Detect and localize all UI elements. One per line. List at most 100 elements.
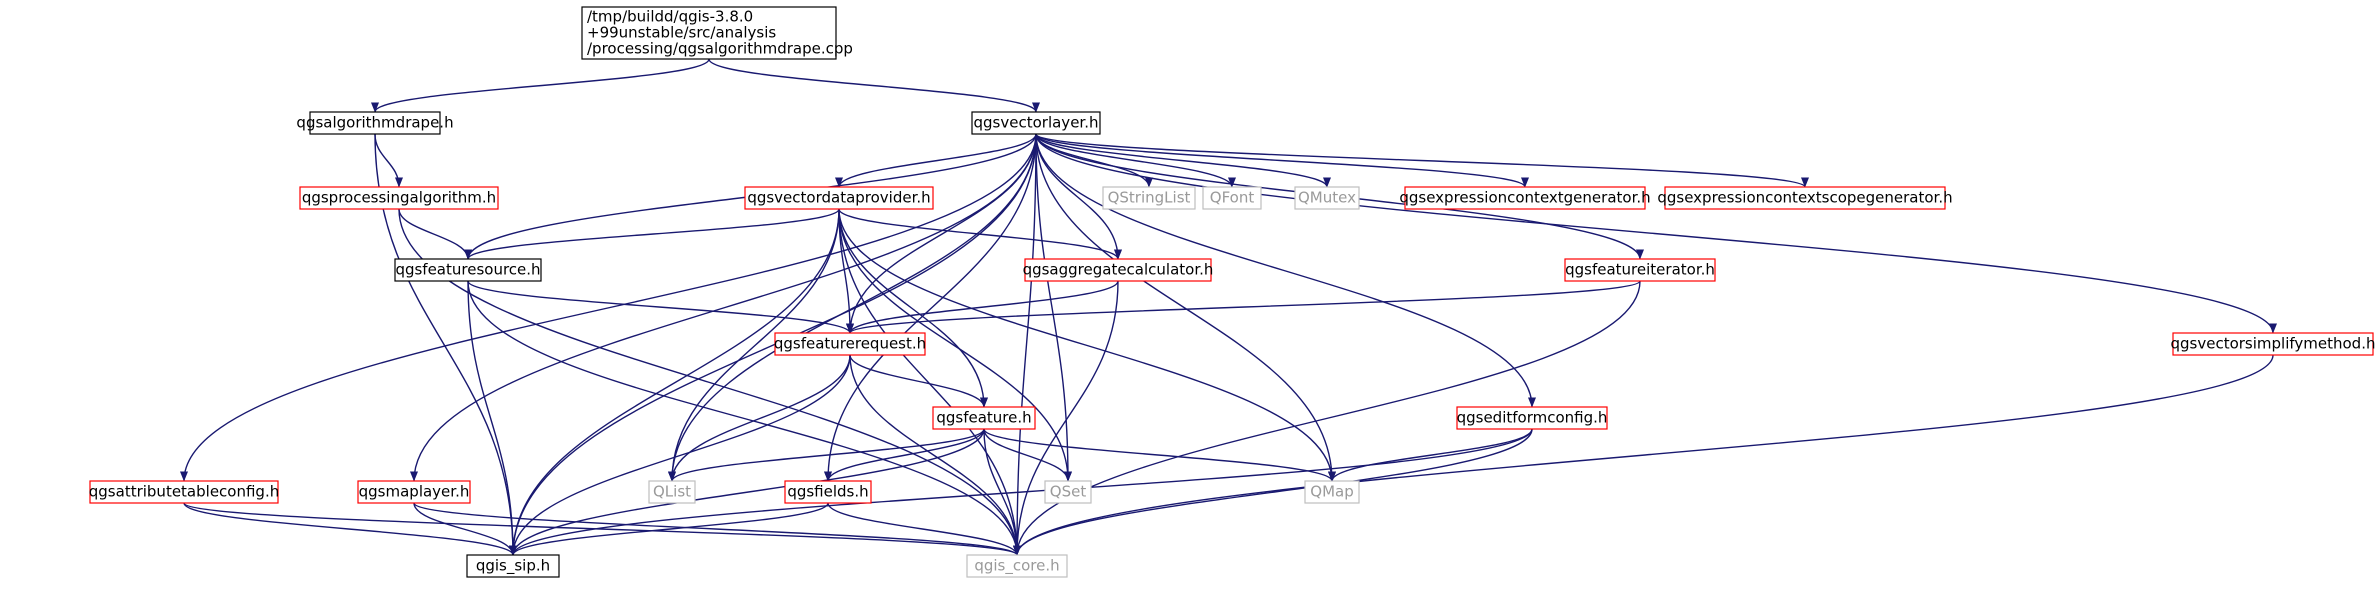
node-box-QSet — [1044, 480, 1092, 504]
edge-qgsfields-to-qgis_sip — [509, 502, 829, 556]
edge-qgsvectorlayer-to-QList — [668, 133, 1037, 482]
node-box-qgsexpressioncontextscopegenerator — [1664, 186, 1946, 210]
node-label-qgsfields: qgsfields.h — [787, 483, 868, 501]
node-qgsexpressioncontextscopegenerator[interactable]: qgsexpressioncontextscopegenerator.h — [1657, 186, 1953, 210]
node-box-root — [581, 6, 837, 60]
edge-qgsfeature-to-QSet — [983, 428, 1072, 482]
node-label-qgsattributetableconfig: qgsattributetableconfig.h — [89, 483, 279, 501]
node-box-qgsvectorsimplifymethod — [2172, 332, 2374, 356]
node-qgsvectordataprovider[interactable]: qgsvectordataprovider.h — [744, 186, 934, 210]
node-label-QList: QList — [653, 483, 691, 501]
node-qgsfields[interactable]: qgsfields.h — [784, 480, 872, 504]
edge-qgsalgorithmdrape-to-qgsprocessingalgorithm — [374, 133, 403, 188]
edge-qgsvectordataprovider-to-qgsfeature — [838, 208, 988, 408]
node-qgsvectorlayer[interactable]: qgsvectorlayer.h — [971, 111, 1101, 135]
node-box-QMutex — [1294, 186, 1360, 210]
node-layer: /tmp/buildd/qgis-3.8.0+99unstable/src/an… — [89, 6, 2376, 578]
edge-qgsfeature-to-qgis_core — [983, 428, 1021, 556]
edge-qgsvectorsimplifymethod-to-qgis_core — [1013, 354, 2274, 556]
node-label-qgsvectorlayer: qgsvectorlayer.h — [974, 114, 1099, 132]
node-qgsfeature[interactable]: qgsfeature.h — [932, 406, 1036, 430]
edge-qgsmaplayer-to-qgis_core — [413, 502, 1021, 556]
node-box-qgsfields — [784, 480, 872, 504]
node-QMutex[interactable]: QMutex — [1294, 186, 1360, 210]
node-label-QFont: QFont — [1210, 189, 1255, 207]
node-box-qgsfeaturerequest — [774, 332, 926, 356]
node-qgsalgorithmdrape[interactable]: qgsalgorithmdrape.h — [296, 111, 454, 135]
edge-qgsfeatureiterator-to-qgis_core — [1013, 280, 1641, 556]
edge-qgsfeatureiterator-to-qgsfeaturerequest — [846, 280, 1641, 334]
edge-qgsvectorlayer-to-qgsvectordataprovider — [835, 133, 1037, 188]
node-box-qgsexpressioncontextgenerator — [1404, 186, 1646, 210]
node-qgsfeaturerequest[interactable]: qgsfeaturerequest.h — [774, 332, 926, 356]
edge-qgsfeaturerequest-to-qgis_sip — [509, 354, 851, 556]
node-qgsprocessingalgorithm[interactable]: qgsprocessingalgorithm.h — [299, 186, 499, 210]
edge-qgseditformconfig-to-qgis_core — [1013, 428, 1533, 556]
edge-qgsfeature-to-QList — [668, 428, 985, 482]
node-qgsvectorsimplifymethod[interactable]: qgsvectorsimplifymethod.h — [2171, 332, 2376, 356]
node-qgsattributetableconfig[interactable]: qgsattributetableconfig.h — [89, 480, 279, 504]
node-QSet[interactable]: QSet — [1044, 480, 1092, 504]
node-qgsmaplayer[interactable]: qgsmaplayer.h — [357, 480, 471, 504]
node-box-qgsfeaturesource — [394, 258, 542, 282]
node-label-qgsfeature: qgsfeature.h — [936, 409, 1031, 427]
edge-qgsvectorlayer-to-qgsexpressioncontextgenerator — [1035, 133, 1529, 188]
node-box-qgsprocessingalgorithm — [299, 186, 499, 210]
node-label-root: /tmp/buildd/qgis-3.8.0 — [587, 8, 753, 26]
node-label-qgsmaplayer: qgsmaplayer.h — [359, 483, 470, 501]
node-QList[interactable]: QList — [648, 480, 696, 504]
node-qgsaggregatecalculator[interactable]: qgsaggregatecalculator.h — [1023, 258, 1214, 282]
node-qgsfeaturesource[interactable]: qgsfeaturesource.h — [394, 258, 542, 282]
edge-qgsfields-to-qgis_core — [827, 502, 1021, 556]
node-box-QFont — [1202, 186, 1262, 210]
edge-root-to-qgsalgorithmdrape — [371, 58, 710, 113]
node-box-qgsmaplayer — [357, 480, 471, 504]
edge-qgsvectordataprovider-to-QMap — [838, 208, 1336, 482]
node-box-qgis_sip — [466, 554, 560, 578]
edge-qgsfeaturesource-to-qgis_core — [467, 280, 1021, 556]
edge-qgsvectorlayer-to-qgsattributetableconfig — [180, 133, 1037, 482]
edge-qgsvectordataprovider-to-qgis_core — [838, 208, 1021, 556]
edge-qgsvectorlayer-to-QMutex — [1035, 133, 1331, 188]
edge-qgsvectordataprovider-to-qgis_sip — [509, 208, 840, 556]
node-label-qgis_core: qgis_core.h — [974, 557, 1059, 576]
edge-qgsprocessingalgorithm-to-qgsfeaturesource — [398, 208, 472, 260]
edge-qgsvectorlayer-to-QFont — [1035, 133, 1236, 188]
node-QStringList[interactable]: QStringList — [1102, 186, 1196, 210]
node-box-qgsfeature — [932, 406, 1036, 430]
edge-qgsfeaturesource-to-qgis_sip — [467, 280, 517, 556]
node-QMap[interactable]: QMap — [1304, 480, 1360, 504]
node-qgsfeatureiterator[interactable]: qgsfeatureiterator.h — [1564, 258, 1716, 282]
node-box-qgsvectordataprovider — [744, 186, 934, 210]
node-box-qgsattributetableconfig — [89, 480, 279, 504]
edge-qgsvectorlayer-to-qgsvectorsimplifymethod — [1035, 133, 2277, 334]
node-label-QStringList: QStringList — [1108, 189, 1191, 207]
node-qgis_sip[interactable]: qgis_sip.h — [466, 554, 560, 578]
node-label-root: +99unstable/src/analysis — [587, 24, 776, 42]
edge-qgsvectorlayer-to-QSet — [1035, 133, 1072, 482]
node-label-qgsprocessingalgorithm: qgsprocessingalgorithm.h — [302, 189, 496, 207]
node-box-qgsvectorlayer — [971, 111, 1101, 135]
node-label-qgsfeatureiterator: qgsfeatureiterator.h — [1565, 261, 1715, 279]
edge-qgsvectorlayer-to-qgseditformconfig — [1035, 133, 1536, 408]
node-qgis_core[interactable]: qgis_core.h — [966, 554, 1068, 578]
edge-qgsvectorlayer-to-QMap — [1035, 133, 1336, 482]
node-box-QList — [648, 480, 696, 504]
node-label-qgseditformconfig: qgseditformconfig.h — [1457, 409, 1608, 427]
node-qgsexpressioncontextgenerator[interactable]: qgsexpressioncontextgenerator.h — [1399, 186, 1651, 210]
node-label-qgsvectordataprovider: qgsvectordataprovider.h — [747, 189, 930, 207]
node-box-qgsalgorithmdrape — [309, 111, 441, 135]
edge-qgsattributetableconfig-to-qgis_core — [183, 502, 1021, 556]
edge-qgsvectordataprovider-to-qgsaggregatecalculator — [838, 208, 1122, 260]
node-qgseditformconfig[interactable]: qgseditformconfig.h — [1456, 406, 1608, 430]
node-QFont[interactable]: QFont — [1202, 186, 1262, 210]
edge-qgsfeaturerequest-to-qgis_core — [849, 354, 1021, 556]
node-label-QSet: QSet — [1050, 483, 1087, 501]
node-box-qgis_core — [966, 554, 1068, 578]
node-box-QMap — [1304, 480, 1360, 504]
node-label-qgsalgorithmdrape: qgsalgorithmdrape.h — [296, 114, 453, 132]
node-label-qgsexpressioncontextgenerator: qgsexpressioncontextgenerator.h — [1399, 189, 1650, 207]
node-root[interactable]: /tmp/buildd/qgis-3.8.0+99unstable/src/an… — [581, 6, 853, 60]
edge-qgsattributetableconfig-to-qgis_sip — [183, 502, 517, 556]
